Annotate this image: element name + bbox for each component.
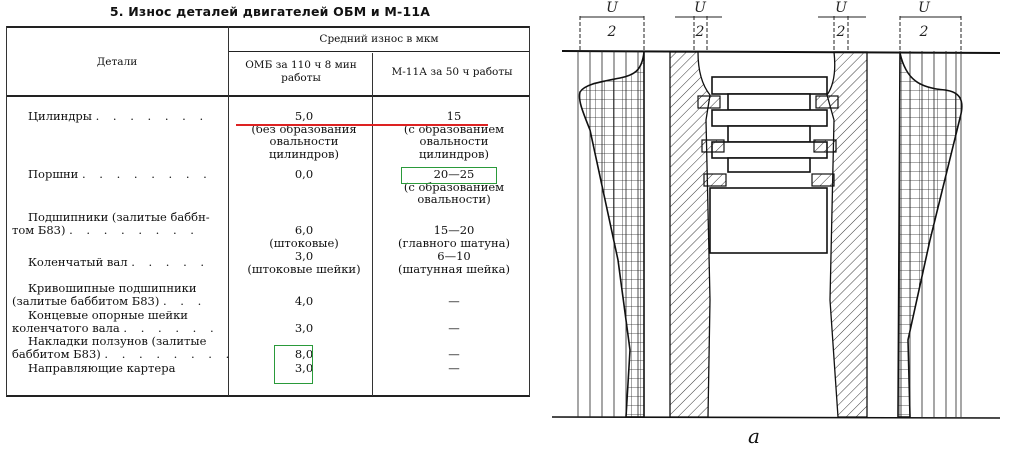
row-name: Цилиндры . . . . . . .	[28, 109, 209, 123]
cell-col1: 3,0(штоковые шейки)	[247, 249, 361, 276]
row-name: Подшипники (залитые баббн-	[28, 210, 210, 224]
row-name: Концевые опорные шейки	[28, 308, 188, 322]
green-highlight-box-values	[274, 345, 313, 384]
row-name: баббитом Б83) . . . . . . . .	[12, 347, 235, 361]
cell-col2: 6—10(шатунная шейка)	[398, 249, 510, 276]
table-right-border	[529, 26, 531, 396]
row-name: Коленчатый вал . . . . .	[28, 255, 210, 269]
svg-text:2: 2	[695, 24, 705, 40]
header-col2: М-11А за 50 ч работы	[391, 66, 513, 78]
header-col1: ОМБ за 110 ч 8 мин работы	[245, 59, 357, 84]
svg-text:2: 2	[607, 24, 617, 40]
row-name: Накладки ползунов (залитые	[28, 334, 207, 348]
header-details: Детали	[96, 56, 138, 68]
cell-col2: —	[448, 361, 460, 375]
header-bottom-border	[6, 95, 530, 97]
cell-col2: —	[448, 294, 460, 308]
figure-caption: a	[748, 424, 760, 448]
svg-text:U: U	[694, 0, 707, 16]
table-title: 5. Износ деталей двигателей ОБМ и М-11А	[109, 4, 431, 19]
row-name: (залитые баббитом Б83) . . .	[12, 294, 207, 308]
row-name: Кривошипные подшипники	[28, 281, 197, 295]
dim-label: U	[606, 0, 619, 16]
column-divider-2	[372, 53, 374, 396]
svg-text:U: U	[918, 0, 931, 16]
cell-col2: 15—20(главного шатуна)	[397, 223, 511, 250]
row-name: том Б83) . . . . . . . .	[12, 223, 199, 237]
cell-col2: —	[448, 321, 460, 335]
cell-col1: 4,0	[294, 294, 314, 308]
engine-wear-diagram: U 2 U 2 U 2 U 2	[550, 0, 1023, 454]
column-divider-1	[228, 26, 230, 396]
cell-col1: 3,0	[294, 321, 314, 335]
table-left-border	[6, 26, 8, 396]
green-highlight-box-pistons	[401, 167, 497, 184]
red-annotation-line	[236, 124, 488, 126]
cell-col1: 0,0	[294, 167, 314, 181]
header-group: Средний износ в мкм	[319, 33, 439, 45]
table-bottom-border	[6, 395, 530, 397]
group-header-divider	[228, 51, 530, 52]
cell-col2: —	[448, 347, 460, 361]
svg-text:U: U	[835, 0, 848, 16]
cell-col1: 6,0(штоковые)	[269, 223, 339, 250]
cylinder-wear-drawing: U 2 U 2 U 2 U 2	[551, 0, 1001, 419]
row-name: Направляющие картера	[28, 361, 176, 375]
row-name: коленчатого вала . . . . . .	[12, 321, 219, 335]
wear-table-section: 5. Износ деталей двигателей ОБМ и М-11А …	[6, 4, 531, 397]
svg-text:2: 2	[836, 24, 846, 40]
cell-col1: 8,0	[294, 347, 314, 361]
table-top-border	[6, 26, 530, 28]
svg-text:2: 2	[919, 24, 929, 40]
row-name: Поршни . . . . . . . .	[28, 167, 212, 181]
wear-table: Детали Средний износ в мкм ОМБ за 110 ч …	[6, 26, 531, 397]
cell-col1: 3,0	[294, 361, 314, 375]
